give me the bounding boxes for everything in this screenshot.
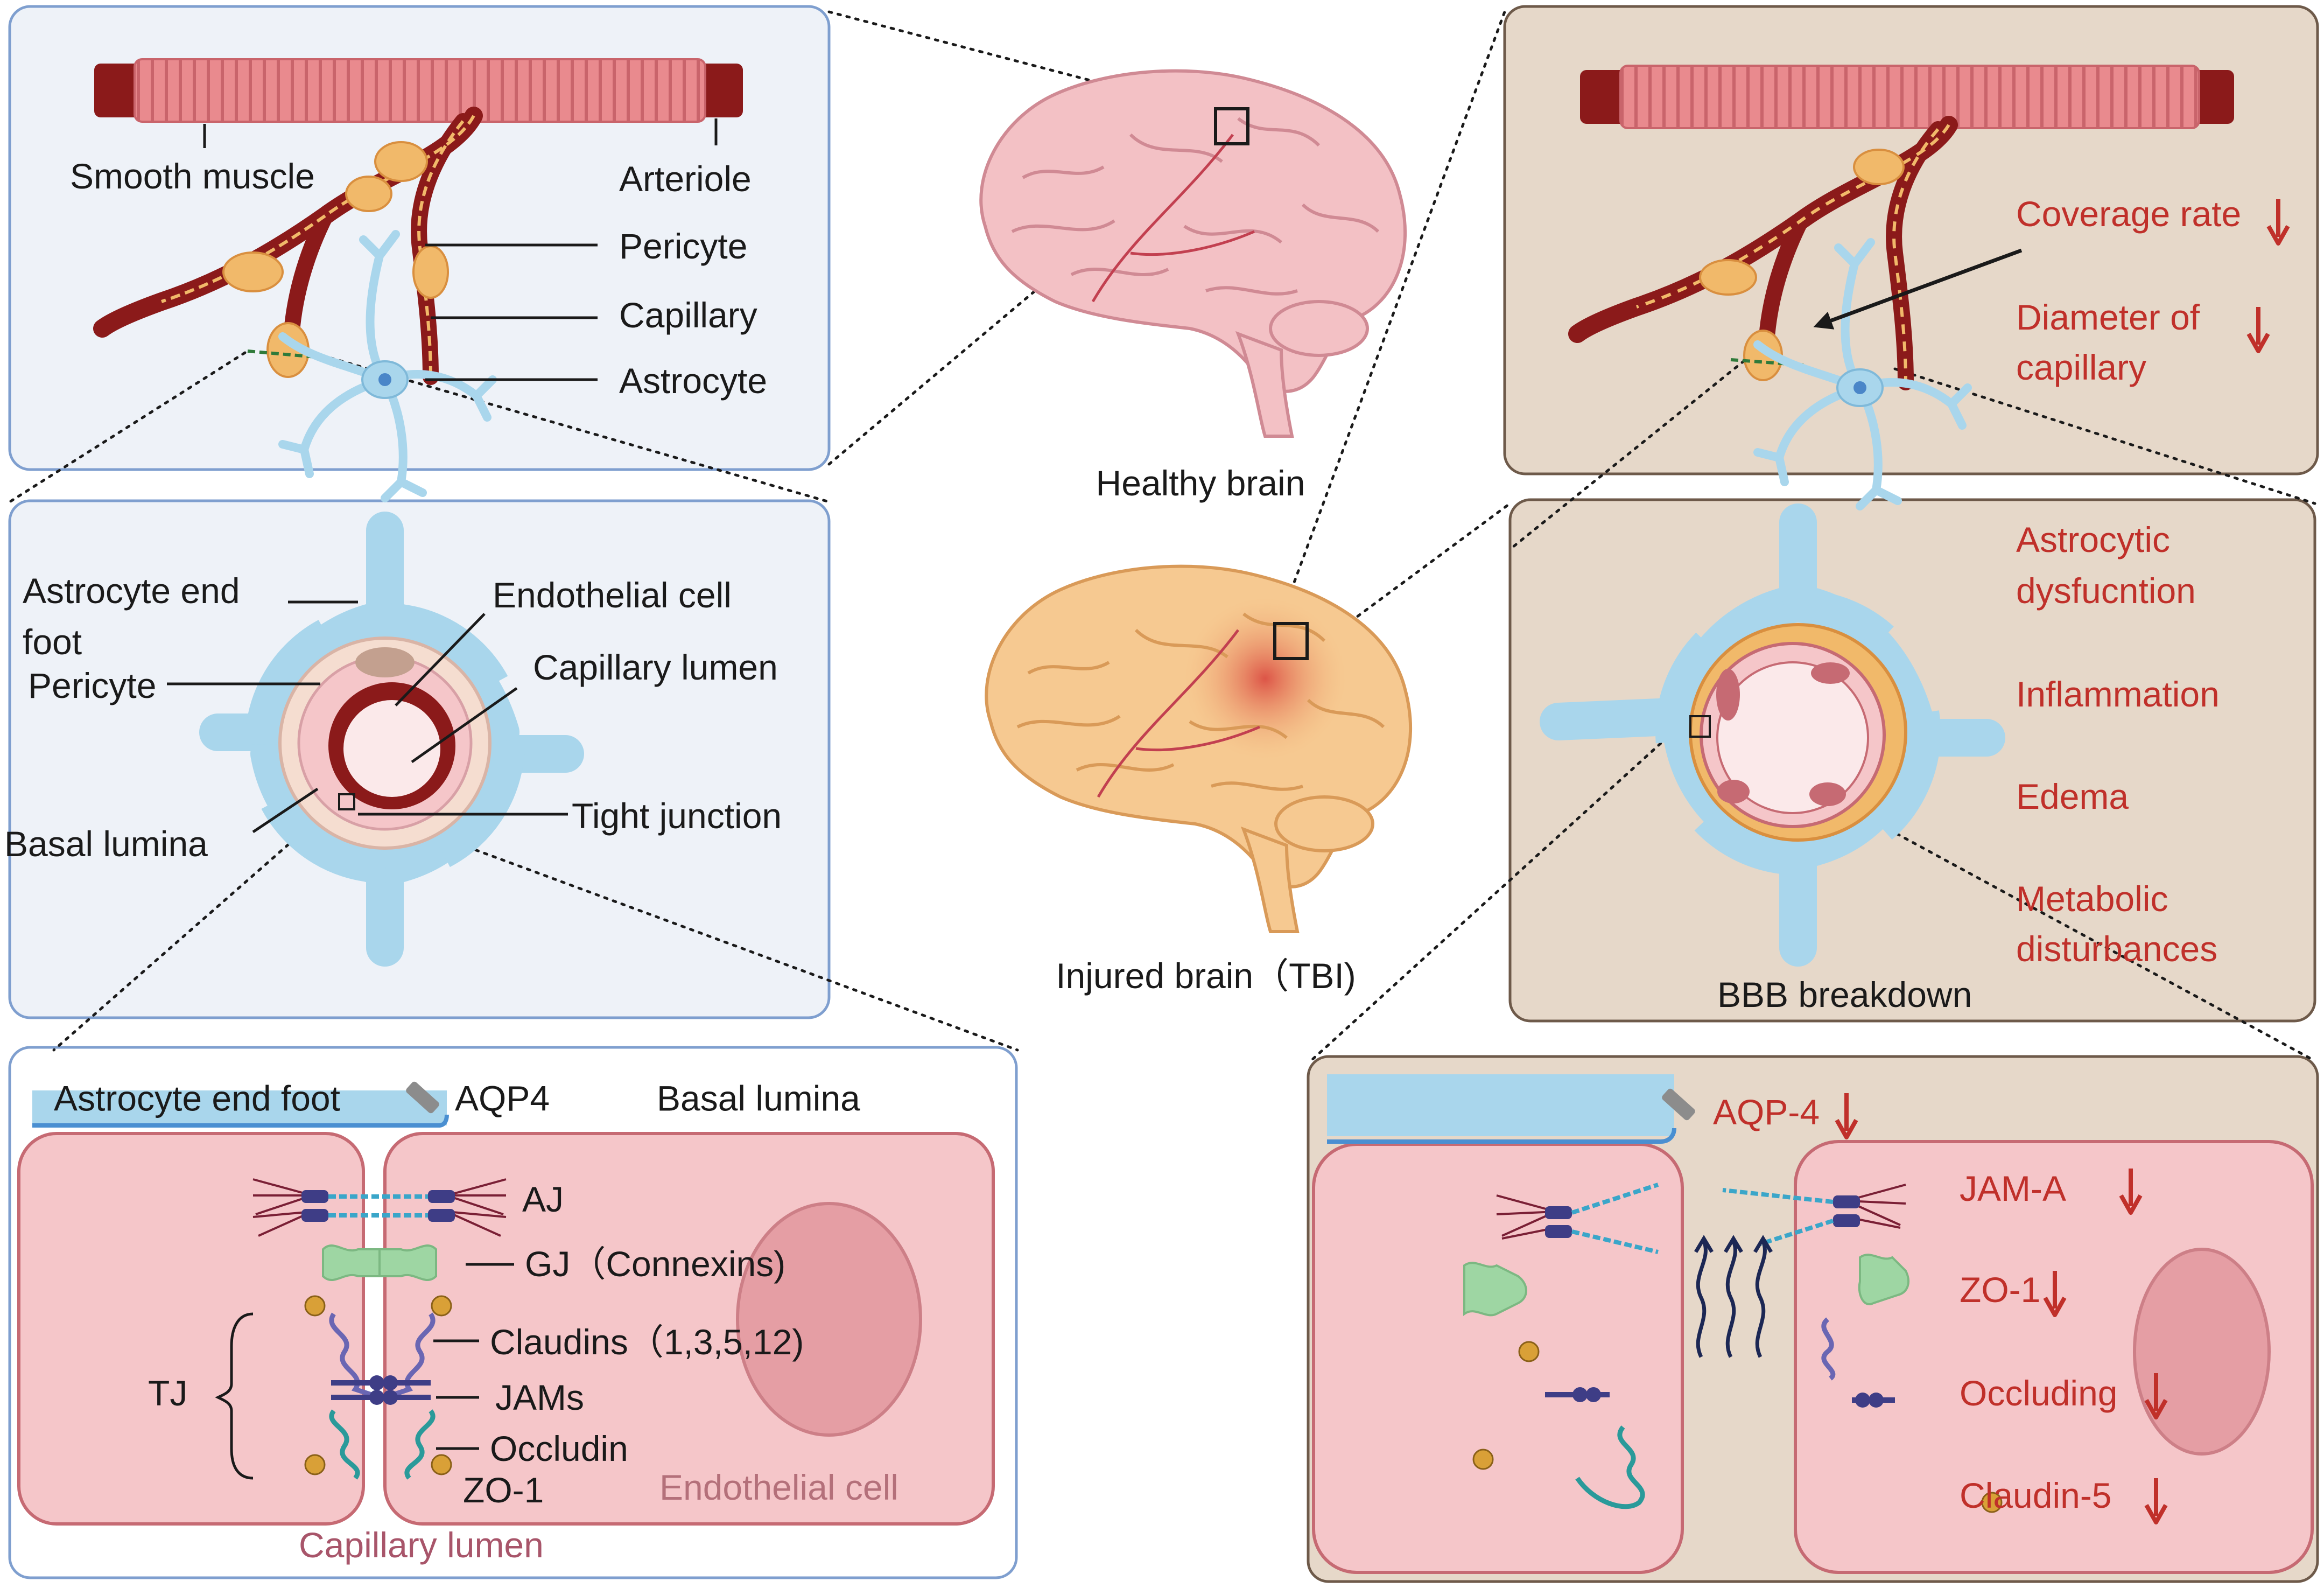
label-aqp4: AQP4 [455, 1078, 550, 1118]
zoom-connectors [8, 10, 2316, 1062]
label-claudin5: Claudin-5 [1960, 1475, 2112, 1515]
label-tj: TJ [148, 1373, 187, 1413]
healthy-brain: Healthy brain [979, 69, 1407, 503]
label-occluding: Occluding [1960, 1373, 2118, 1413]
label-capillary-lumen-junction: Capillary lumen [299, 1525, 544, 1565]
label-astrocytic-1: Astrocytic [2016, 520, 2170, 559]
label-capillary-lumen: Capillary lumen [533, 647, 778, 687]
injured-cross-section-labels: Astrocytic dysfucntion Inflammation Edem… [1717, 520, 2220, 1015]
injured-brain: Injured brain（TBI) [985, 564, 1413, 996]
label-metabolic-1: Metabolic [2016, 879, 2168, 919]
label-capillary: Capillary [619, 295, 757, 335]
label-diameter-2: capillary [2016, 347, 2146, 387]
label-diameter-1: Diameter of [2016, 297, 2200, 337]
label-coverage-rate: Coverage rate [2016, 194, 2241, 234]
injured-vessel-illustration [1568, 65, 2234, 506]
label-metabolic-2: disturbances [2016, 929, 2217, 969]
label-basal-lumina: Basal lumina [4, 824, 208, 864]
label-jams: JAMs [495, 1377, 584, 1417]
label-aj: AJ [522, 1179, 564, 1219]
label-endothelial-cell: Endothelial cell [493, 575, 732, 615]
healthy-cross-section-labels: Astrocyte end foot Pericyte Endothelial … [4, 571, 782, 864]
label-astrocyte-end-foot-2: foot [23, 622, 82, 662]
label-smooth-muscle: Smooth muscle [70, 156, 315, 196]
label-injured-brain: Injured brain（TBI) [1056, 956, 1356, 996]
label-aqp4-injured: AQP-4 [1713, 1092, 1820, 1132]
healthy-vessel-labels: Smooth muscle Arteriole Pericyte Capilla… [70, 118, 767, 401]
injured-junction-labels: AQP-4 JAM-A ZO-1 Occluding Claudin-5 [1713, 1092, 2166, 1522]
label-occludin: Occludin [490, 1429, 628, 1468]
label-gj: GJ（Connexins) [525, 1244, 785, 1284]
label-basal-lumina-junction: Basal lumina [657, 1078, 860, 1118]
label-astrocyte-end-foot: Astrocyte end foot [54, 1078, 340, 1118]
label-claudins: Claudins（1,3,5,12) [490, 1322, 804, 1362]
label-inflammation: Inflammation [2016, 674, 2220, 714]
healthy-junction-illustration [17, 1081, 995, 1526]
label-endothelial-cell-junction: Endothelial cell [659, 1467, 898, 1507]
label-astrocyte-end-foot-1: Astrocyte end [23, 571, 240, 611]
label-jam-a: JAM-A [1960, 1169, 2066, 1208]
label-healthy-brain: Healthy brain [1096, 463, 1305, 503]
label-bbb-breakdown: BBB breakdown [1717, 975, 1972, 1015]
label-edema: Edema [2016, 776, 2129, 816]
label-astrocytic-2: dysfucntion [2016, 571, 2196, 611]
label-astrocyte: Astrocyte [619, 361, 767, 401]
label-arteriole: Arteriole [619, 159, 752, 199]
injured-vessel-labels: Coverage rate Diameter of capillary [2016, 194, 2288, 387]
label-zo1-injured: ZO-1 [1960, 1270, 2040, 1310]
label-pericyte-cross: Pericyte [28, 666, 156, 705]
label-tight-junction: Tight junction [572, 796, 782, 836]
healthy-cross-section-illustration [199, 512, 584, 967]
injured-junction-illustration [1312, 1074, 2314, 1574]
label-pericyte: Pericyte [619, 226, 747, 266]
healthy-junction-labels: Astrocyte end foot AQP4 Basal lumina AJ … [54, 1078, 898, 1565]
healthy-vessel-illustration [93, 58, 743, 498]
injured-cross-section-illustration [1540, 503, 2005, 967]
label-zo1: ZO-1 [463, 1470, 544, 1510]
